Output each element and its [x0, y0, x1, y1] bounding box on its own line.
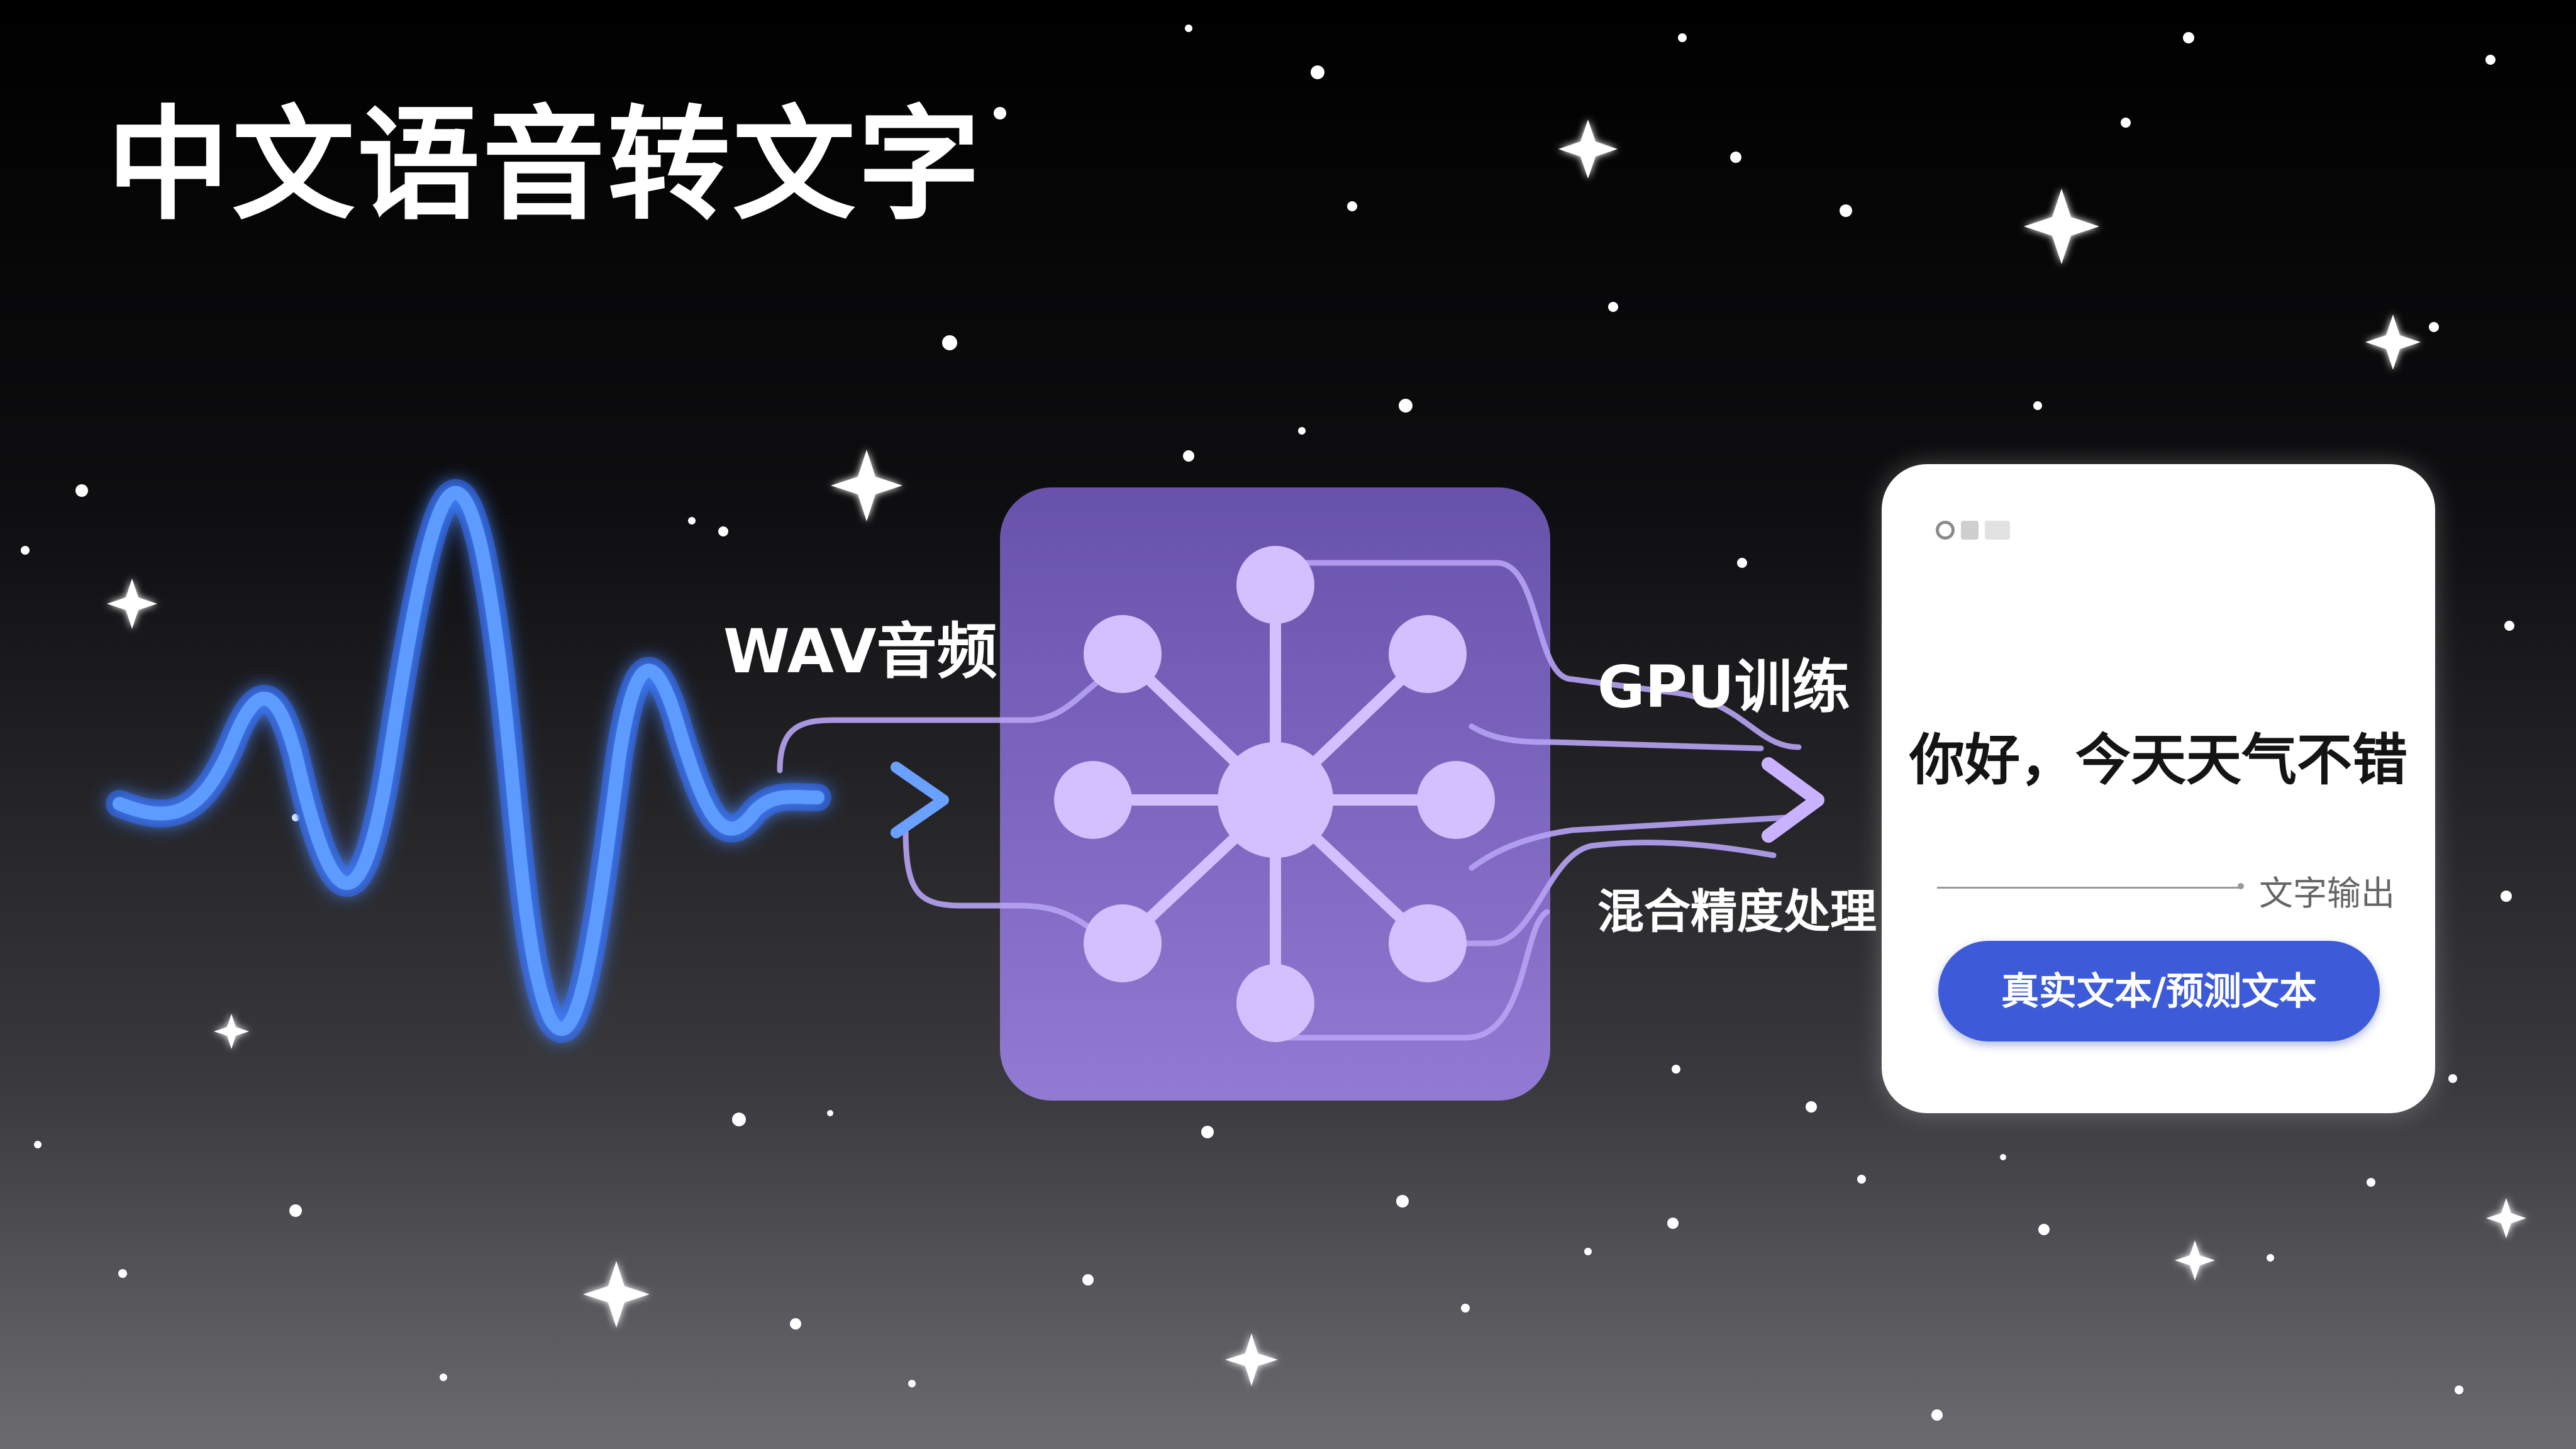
mixed-precision-label: 混合精度处理 — [1597, 885, 1877, 939]
text-output-label: 文字输出 — [2259, 874, 2395, 913]
placeholder-bar — [1985, 521, 2010, 540]
placeholder-bar — [1961, 521, 1979, 540]
flow-lines — [777, 560, 1802, 1041]
text-output-card: 你好，今天天气不错 文字输出 真实文本/预测文本 — [1882, 464, 2435, 1113]
wav-audio-label: WAV音频 — [723, 616, 997, 687]
neural-network-node-graph-icon — [1054, 546, 1495, 1042]
compare-text-button[interactable]: 真实文本/预测文本 — [1938, 941, 2380, 1041]
output-divider-dot — [2238, 883, 2244, 889]
star-field — [21, 25, 2514, 1421]
transcribed-text: 你好，今天天气不错 — [1909, 728, 2407, 792]
app-icon — [1936, 521, 1955, 540]
output-divider — [1937, 887, 2239, 889]
card-header — [1936, 521, 2010, 540]
waveform-icon — [106, 479, 831, 1043]
page-title: 中文语音转文字 — [107, 94, 983, 236]
gpu-training-label: GPU训练 — [1597, 653, 1850, 721]
sparkle-stars — [107, 119, 2526, 1386]
